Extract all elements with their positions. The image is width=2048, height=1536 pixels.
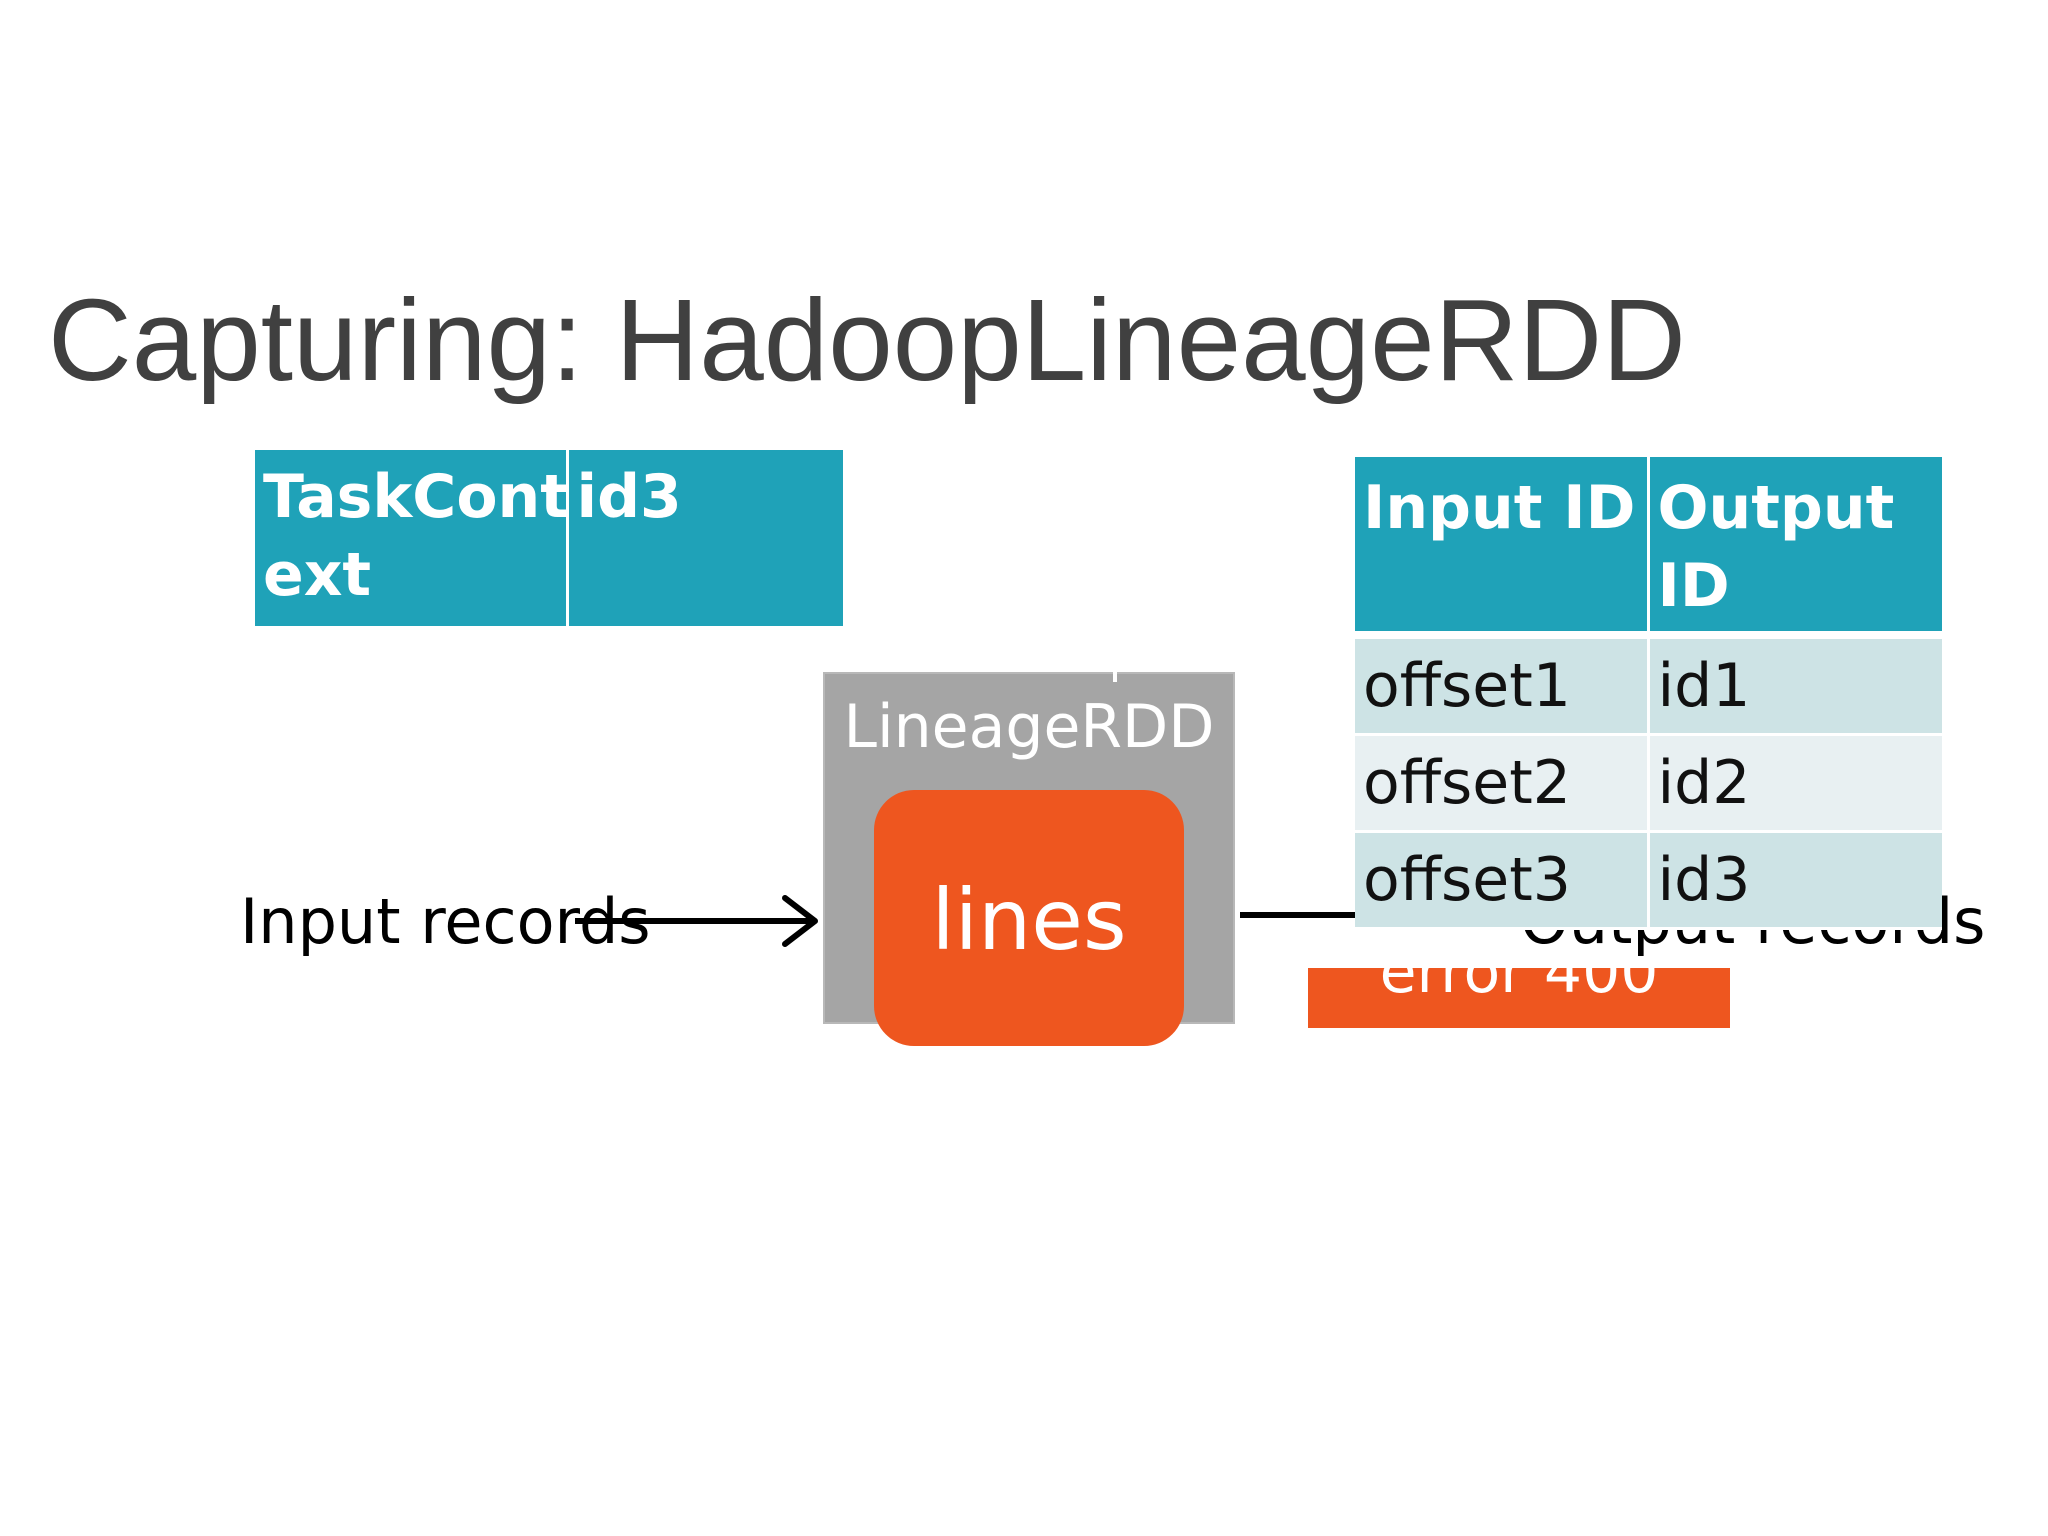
task-context-row: TaskCont ext id3 xyxy=(255,450,843,626)
lineage-rdd-label: LineageRDD xyxy=(843,692,1215,762)
output-id-cell: id1 xyxy=(1648,635,1942,736)
table-row: offset2 id2 xyxy=(1355,734,1942,833)
filter-box-text: error 400 xyxy=(1379,940,1659,1007)
lineage-table-header: Input ID Output ID xyxy=(1355,457,1942,639)
output-id-cell: id2 xyxy=(1648,734,1942,833)
header-input-id: Input ID xyxy=(1355,457,1650,639)
filter-box xyxy=(1308,968,1730,1028)
lines-rdd-label: lines xyxy=(931,871,1127,969)
input-id-cell: offset2 xyxy=(1355,734,1650,833)
input-arrow-head xyxy=(782,895,818,947)
lines-rdd-box xyxy=(874,790,1184,1046)
task-context-table: TaskCont ext id3 xyxy=(255,450,843,626)
slide-title: Capturing: HadoopLineageRDD xyxy=(48,275,1686,405)
output-id-cell: id3 xyxy=(1648,831,1942,930)
table-row: offset3 id3 xyxy=(1355,831,1942,930)
task-context-value: id3 xyxy=(567,450,843,626)
task-context-key: TaskCont ext xyxy=(255,450,569,626)
input-id-cell: offset3 xyxy=(1355,831,1650,930)
header-output-id: Output ID xyxy=(1648,457,1942,639)
lineage-table: Input ID Output ID offset1 id1 offset2 i… xyxy=(1355,457,1942,930)
table-row: offset1 id1 xyxy=(1355,635,1942,736)
input-id-cell: offset1 xyxy=(1355,635,1650,736)
